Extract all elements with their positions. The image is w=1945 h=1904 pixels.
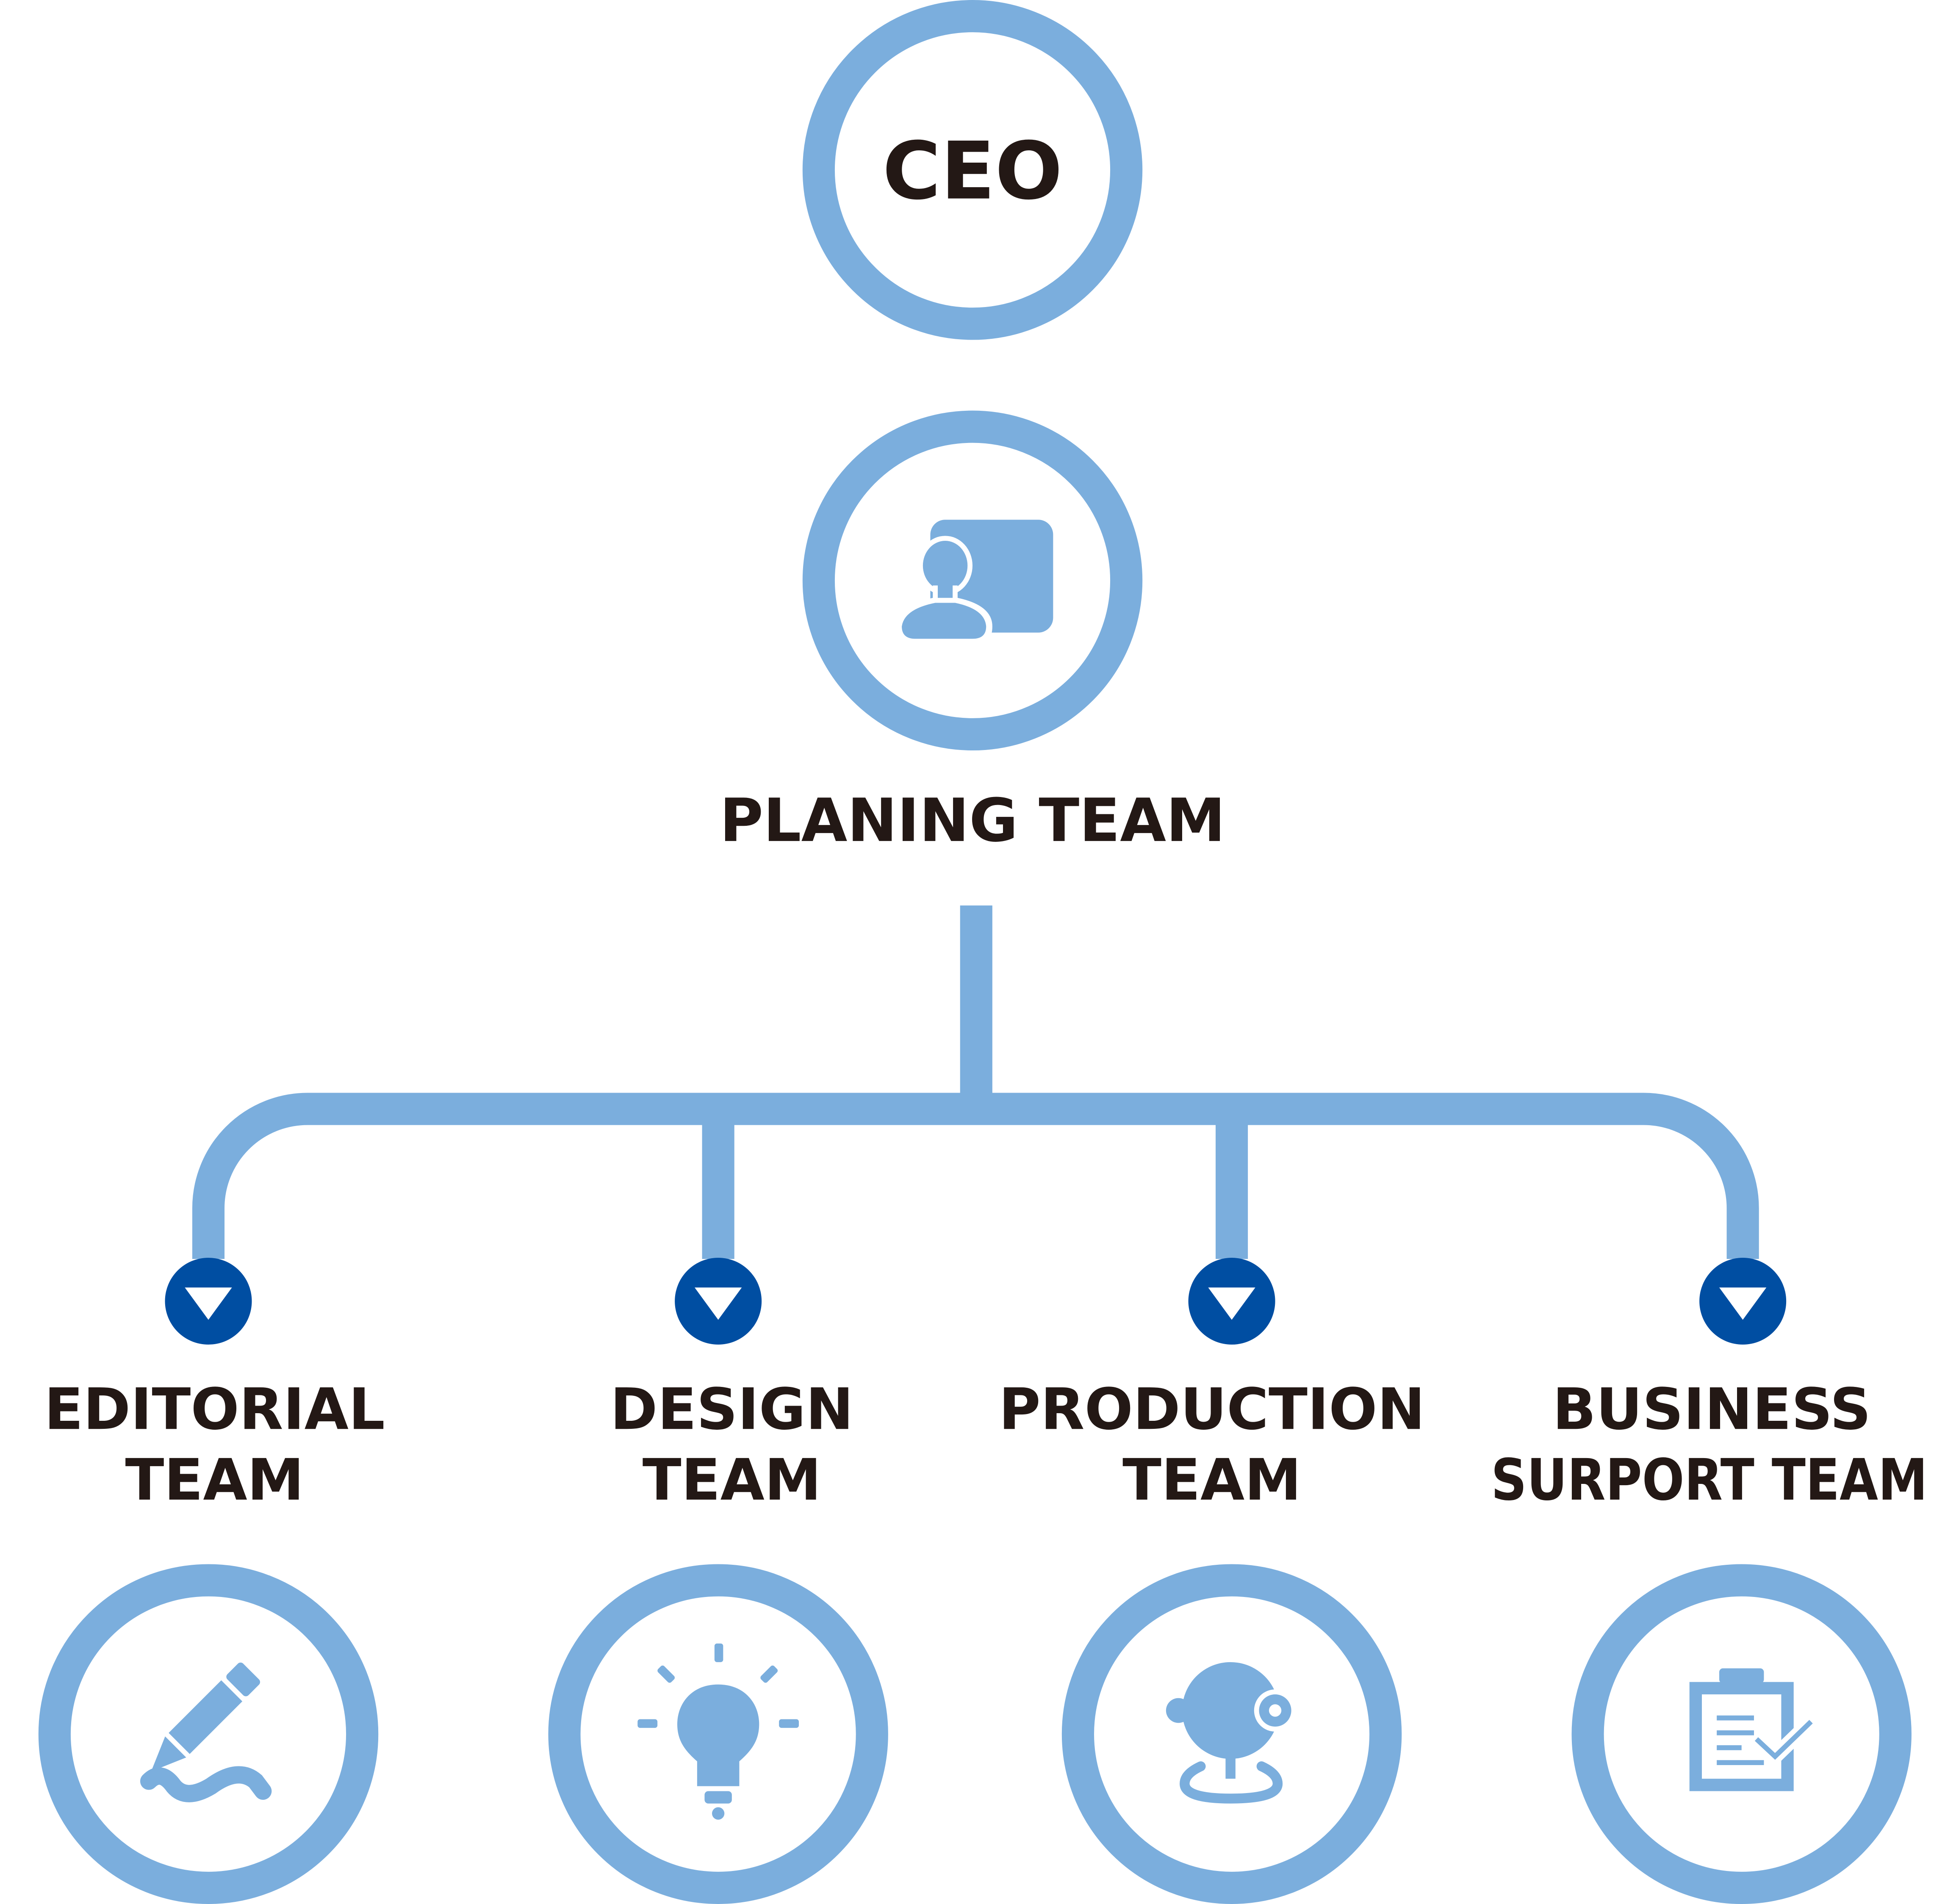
ceo-node: CEO: [802, 0, 1143, 340]
marker-design: [675, 1257, 762, 1345]
team-labels: EDITORIAL TEAM DESIGN TEAM PRODUCTION TE…: [44, 1376, 1928, 1513]
marker-business: [1699, 1257, 1787, 1345]
design-team-node: [548, 1564, 888, 1904]
marker-production: [1188, 1257, 1275, 1345]
business-support-team-node: [1571, 1564, 1912, 1904]
ceo-ring: [802, 0, 1143, 340]
production-team-node: [1061, 1564, 1402, 1904]
connector-lines: [192, 905, 1759, 1259]
design-team-label-line1: DESIGN: [610, 1376, 853, 1442]
planning-team-node: PLANING TEAM: [720, 410, 1225, 855]
design-team-label-line2: TEAM: [643, 1447, 821, 1513]
planning-team-label: PLANING TEAM: [720, 786, 1225, 855]
webcam-icon: [1166, 1662, 1297, 1804]
presenter-icon: [895, 520, 1053, 645]
business-team-label-line1: BUSINESS: [1552, 1376, 1871, 1442]
editorial-team-label-line1: EDITORIAL: [44, 1376, 385, 1442]
production-team-label-line1: PRODUCTION: [999, 1376, 1425, 1442]
editorial-team-label-line2: TEAM: [125, 1447, 304, 1513]
branch-bus: [192, 1093, 1759, 1259]
lightbulb-icon: [637, 1643, 799, 1820]
editorial-team-node: [38, 1564, 379, 1904]
marker-editorial: [165, 1257, 252, 1345]
production-team-label-line2: TEAM: [1122, 1447, 1301, 1513]
pencil-icon: [140, 1662, 272, 1802]
business-team-label-line2: SURPORT TEAM: [1491, 1447, 1928, 1513]
ceo-label: CEO: [883, 125, 1063, 218]
branch-markers: [165, 1257, 1787, 1345]
clipboard-check-icon: [1689, 1668, 1816, 1791]
